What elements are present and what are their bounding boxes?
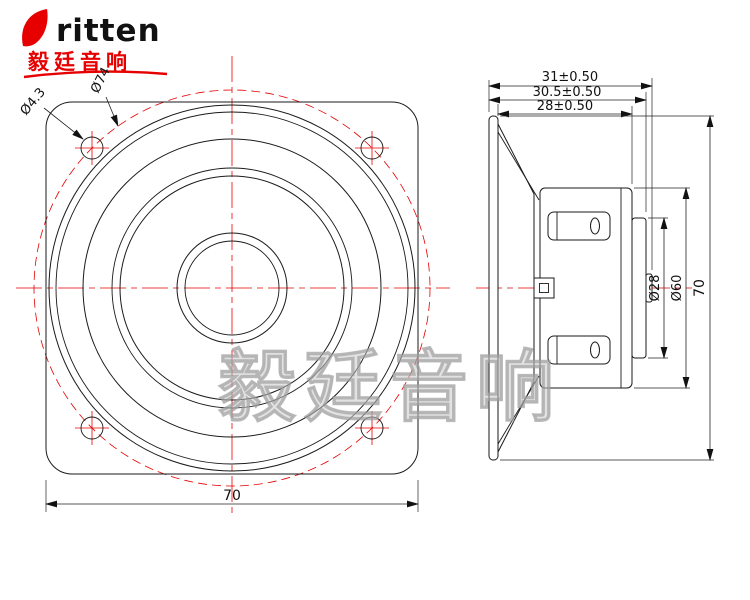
bolt-circle-callout: Ø74 (88, 65, 119, 127)
terminals (547, 211, 611, 365)
depth-inner-value: 28±0.50 (537, 99, 593, 114)
logo: ritten 毅廷音响 (22, 9, 168, 79)
cone-circles (48, 104, 416, 472)
pole-dia-value: Ø28 (648, 275, 663, 302)
hole-dia-label: Ø4.3 (18, 85, 49, 118)
side-height-value: 70 (692, 279, 708, 297)
mounting-hole (80, 136, 104, 160)
magnet-dia-value: Ø60 (670, 275, 685, 302)
side-height-dimension: 70 (500, 115, 714, 461)
vent-bump (645, 273, 653, 303)
terminal-hole (590, 341, 600, 359)
pole-detail (533, 277, 555, 299)
logo-brand-text: ritten (56, 13, 161, 49)
dust-cap (176, 232, 288, 344)
hole-dia-callout: Ø4.3 (18, 85, 84, 140)
flange (488, 115, 499, 461)
mounting-hole (80, 416, 104, 440)
front-width-value: 70 (223, 488, 241, 504)
depth-total-value: 31±0.50 (542, 70, 598, 85)
logo-leaf-icon (22, 9, 48, 47)
depth-mid-value: 30.5±0.50 (533, 85, 602, 100)
frame-square (45, 101, 419, 475)
depth-dimensions: 31±0.50 30.5±0.50 28±0.50 (488, 70, 653, 270)
terminal-hole (590, 217, 600, 235)
mounting-holes (80, 136, 384, 440)
bolt-circle (33, 89, 431, 487)
mounting-hole (360, 416, 384, 440)
basket-lines (497, 123, 540, 453)
side-view: 31±0.50 30.5±0.50 28±0.50 Ø28 Ø60 70 (476, 70, 714, 461)
front-width-dimension: 70 (45, 480, 419, 512)
magnet-dia-dimension: Ø60 (634, 187, 690, 389)
mounting-hole (360, 136, 384, 160)
pole-dia-dimension: Ø28 (648, 217, 668, 359)
front-view: Ø4.3 Ø74 70 (16, 56, 450, 516)
logo-chinese-text: 毅廷音响 (27, 50, 132, 74)
watermark-text: 毅廷音响 (218, 343, 562, 433)
back-plate (631, 217, 647, 359)
logo-underline-swoosh (23, 70, 168, 79)
front-centerlines (16, 56, 450, 516)
